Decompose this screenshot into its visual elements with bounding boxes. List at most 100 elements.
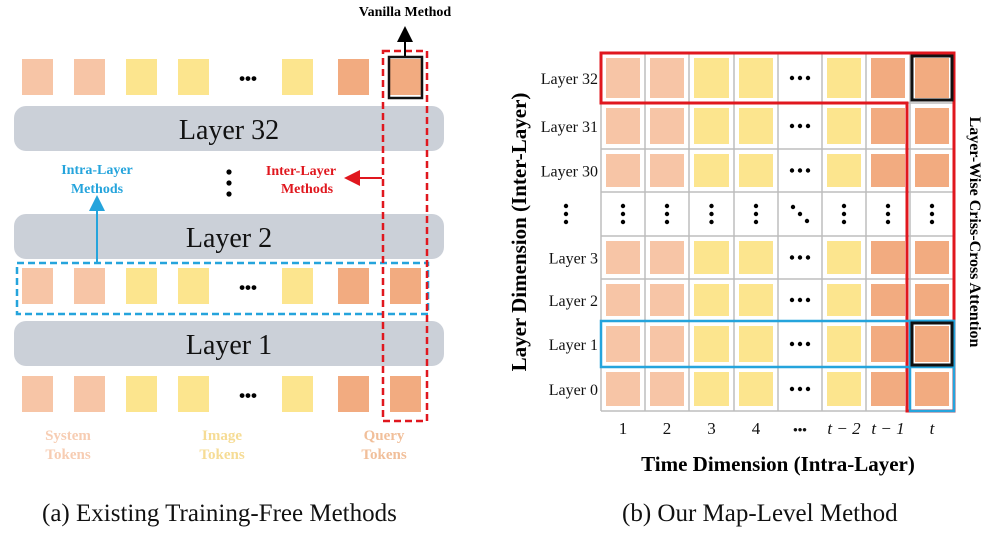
column-label: ••• (793, 422, 807, 437)
column-label: t − 1 (871, 419, 904, 438)
attention-cell (739, 326, 773, 362)
horizontal-dot (789, 168, 795, 173)
inter-layer-label-line1: Inter-Layer (266, 164, 336, 179)
layer-block (14, 106, 444, 151)
system-token (74, 59, 105, 95)
attention-cell (871, 58, 905, 98)
attention-cell (739, 154, 773, 187)
vertical-dot (841, 203, 847, 209)
attention-cell (650, 284, 684, 316)
intra-layer-label-line2: Methods (71, 182, 124, 197)
diagonal-dot (797, 211, 803, 217)
vertical-dot (620, 211, 626, 217)
attention-cell (606, 326, 640, 362)
layer-block (14, 214, 444, 259)
vanilla-method-label: Vanilla Method (359, 5, 452, 20)
row-label-dots (563, 211, 569, 217)
attention-cell (739, 284, 773, 316)
layer-block-label: Layer 2 (186, 223, 272, 254)
attention-cell (650, 108, 684, 144)
query-token (338, 268, 369, 304)
token-type-label: Query (364, 428, 405, 444)
horizontal-dot (797, 297, 803, 303)
horizontal-dot (789, 75, 795, 81)
row-label: Layer 2 (549, 293, 598, 310)
attention-cell (871, 108, 905, 144)
attention-cell (871, 326, 905, 362)
attention-cell (827, 108, 861, 144)
query-column-blue-outline (908, 319, 956, 413)
token-ellipsis: ••• (239, 69, 257, 88)
horizontal-dot (805, 123, 811, 129)
row-label: Layer 32 (541, 71, 598, 88)
attention-cell (915, 58, 949, 98)
attention-cell (694, 108, 729, 144)
token-type-label: Image (202, 428, 242, 444)
system-token (74, 268, 105, 304)
attention-cell (606, 241, 640, 274)
attention-cell (827, 284, 861, 316)
attention-cell (739, 108, 773, 144)
attention-cell (650, 326, 684, 362)
horizontal-dot (797, 168, 803, 173)
vertical-dot (841, 219, 847, 225)
image-token (126, 59, 157, 95)
layer-block-label: Layer 32 (179, 115, 279, 146)
vertical-dot (885, 219, 891, 225)
token-type-label: System (45, 428, 91, 444)
column-label: 4 (752, 419, 761, 438)
image-token (178, 376, 209, 412)
horizontal-dot (805, 297, 811, 303)
attention-cell (694, 154, 729, 187)
horizontal-dot (789, 341, 795, 347)
token-type-label: Tokens (361, 447, 406, 463)
row-label: Layer 3 (549, 251, 598, 268)
attention-cell (871, 284, 905, 316)
attention-cell (606, 284, 640, 316)
attention-cell (915, 326, 949, 362)
vertical-dot (929, 203, 935, 209)
vanilla-query-box (387, 55, 424, 100)
horizontal-dot (789, 386, 795, 392)
system-token (22, 268, 53, 304)
query-token (338, 376, 369, 412)
attention-cell (694, 58, 729, 98)
inter-layer-label-line2: Methods (281, 182, 334, 197)
vertical-dot (709, 203, 714, 209)
attention-cell (694, 372, 729, 406)
horizontal-dot (797, 255, 803, 260)
attention-cell (915, 241, 949, 274)
horizontal-dot (805, 75, 811, 81)
column-label: 1 (619, 419, 628, 438)
horizontal-dot (797, 123, 803, 129)
vertical-dot (664, 219, 670, 225)
image-token (282, 59, 313, 95)
attention-cell (739, 58, 773, 98)
x-axis-title: Time Dimension (Intra-Layer) (641, 452, 915, 476)
vertical-dot (929, 219, 935, 225)
token-ellipsis: ••• (239, 386, 257, 405)
horizontal-dot (789, 297, 795, 303)
vertical-dot (709, 211, 714, 217)
row-label-dots (563, 219, 569, 225)
vertical-dot (753, 203, 759, 209)
attention-cell (915, 108, 949, 144)
vertical-dot (620, 219, 626, 225)
attention-cell (606, 372, 640, 406)
row-label: Layer 31 (541, 119, 598, 136)
system-token (74, 376, 105, 412)
criss-cross-red-outline (599, 51, 956, 413)
vertical-dot (841, 211, 847, 217)
intra-layer-label-line1: Intra-Layer (61, 163, 133, 178)
attention-cell (694, 241, 729, 274)
attention-cell (827, 372, 861, 406)
y-axis-title: Layer Dimension (Inter-Layer) (507, 93, 531, 372)
column-label: 2 (663, 419, 672, 438)
column-label: t (930, 419, 936, 438)
vertical-dot (620, 203, 626, 209)
horizontal-dot (797, 75, 803, 81)
attention-cell (694, 284, 729, 316)
image-token (126, 376, 157, 412)
